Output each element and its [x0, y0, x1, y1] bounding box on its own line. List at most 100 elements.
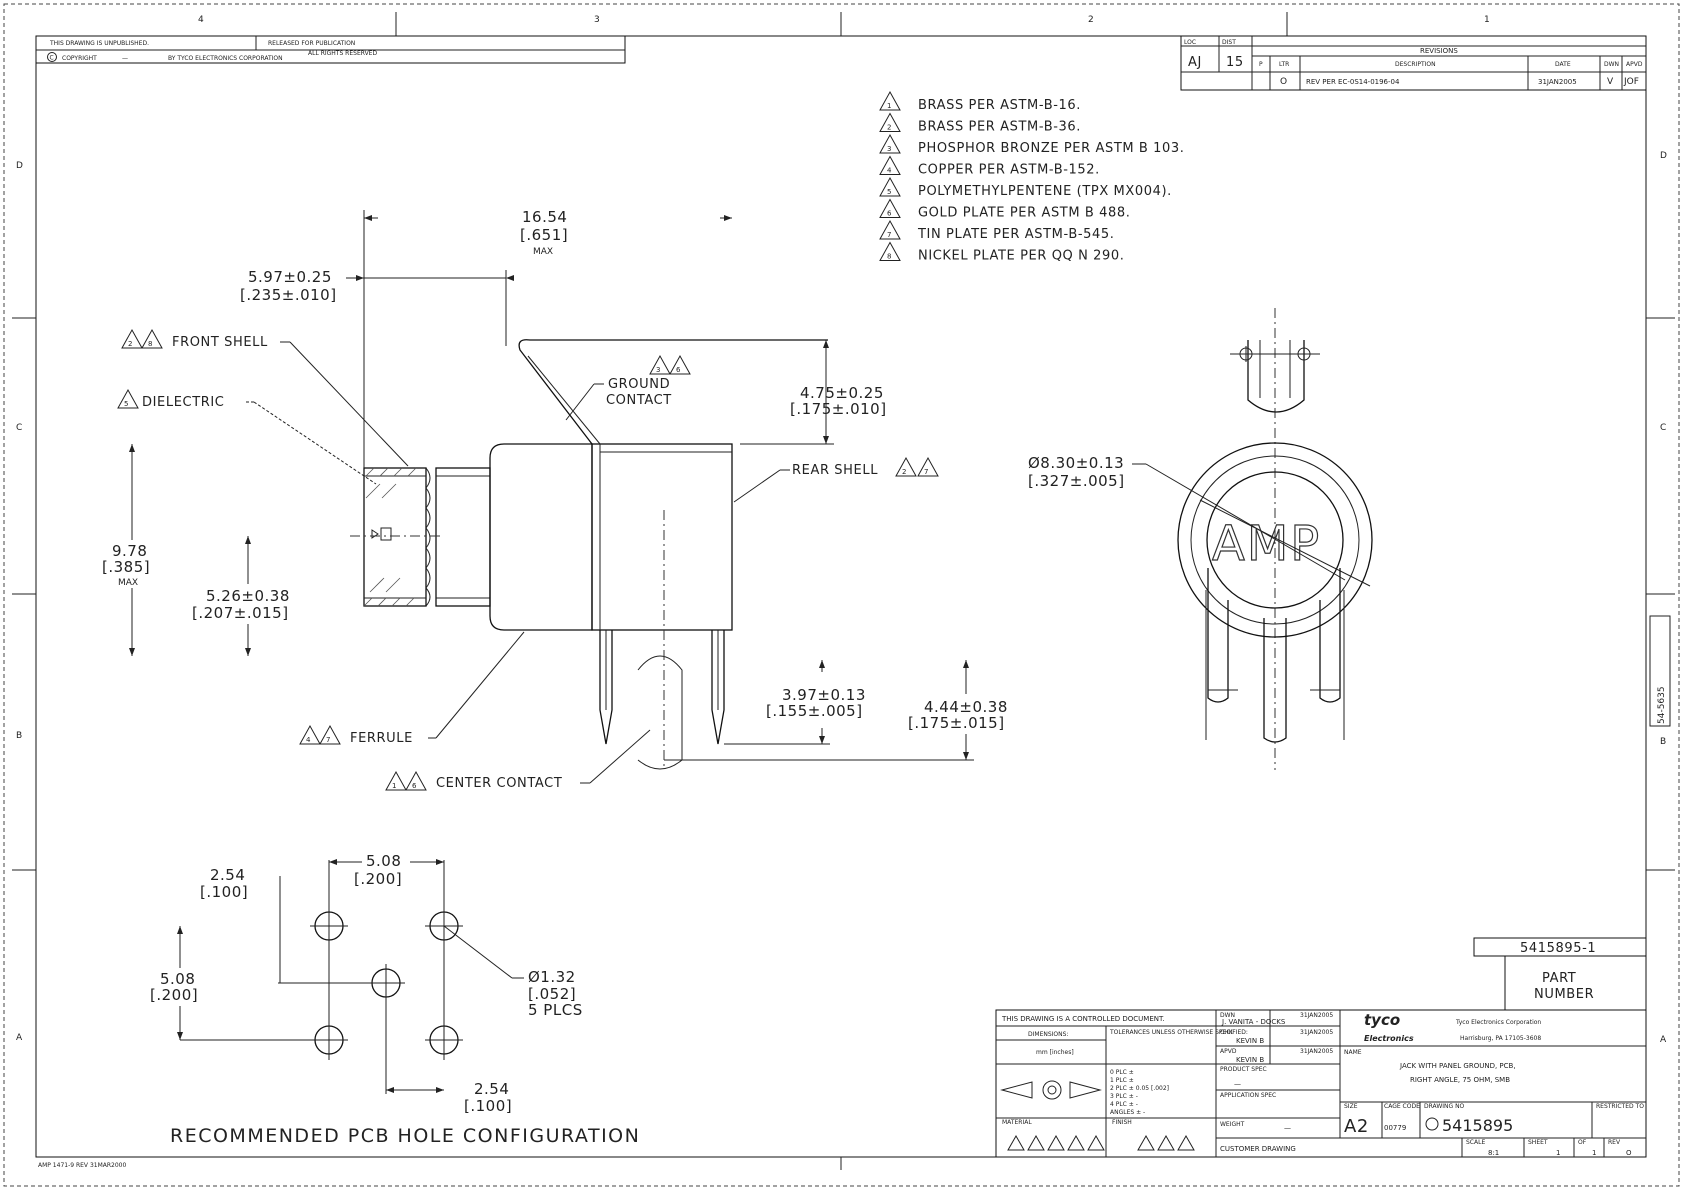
svg-text:4: 4	[306, 736, 311, 744]
label-front-shell: FRONT SHELL	[172, 335, 268, 350]
size-label: SIZE	[1344, 1103, 1358, 1110]
front-shell	[363, 467, 427, 607]
header-block: THIS DRAWING IS UNPUBLISHED. RELEASED FO…	[35, 35, 626, 64]
copyright-dash: —	[122, 55, 128, 62]
rights-note: ALL RIGHTS RESERVED	[308, 50, 377, 57]
finish-label: FINISH	[1112, 1119, 1132, 1126]
label-dielectric: DIELECTRIC	[142, 395, 224, 410]
front-view: AMP Ø8.30±0.13 [.327±.005]	[1028, 308, 1373, 770]
dim-4-75: 4.75±0.25	[800, 384, 884, 402]
dim-16-54-max: MAX	[533, 247, 553, 257]
cage-value: 00779	[1384, 1124, 1406, 1132]
side-view-dimensions: 16.54 [.651] MAX 5.97±0.25 [.235±.010] 4…	[100, 208, 1007, 761]
dim-8-30-in: [.327±.005]	[1028, 472, 1125, 490]
rev-label: REV	[1608, 1139, 1621, 1146]
svg-text:6: 6	[676, 366, 681, 374]
pcb-dim-1-32: Ø1.32	[528, 968, 576, 986]
pcb-dim-5-08-v-in: [.200]	[150, 986, 198, 1004]
loc-label: LOC	[1184, 39, 1196, 46]
apvd-label: APVD	[1220, 1048, 1237, 1055]
note-triangle-icon	[879, 133, 901, 154]
ferrule	[435, 467, 491, 607]
svg-text:7: 7	[326, 736, 330, 744]
dim-5-26: 5.26±0.38	[206, 587, 290, 605]
note-triangle-icon	[879, 176, 901, 197]
sheet-border	[3, 3, 1680, 1187]
svg-text:C: C	[50, 55, 54, 62]
revisions-block: LOC DIST AJ 15 REVISIONS P LTR DESCRIPTI…	[1180, 35, 1647, 91]
drawing-no-label: DRAWING NO	[1424, 1103, 1465, 1110]
part-label-1: PART	[1542, 971, 1576, 986]
cage-label: CAGE CODE	[1384, 1103, 1420, 1110]
svg-text:7: 7	[924, 468, 928, 476]
tyco-logo: tyco	[1364, 1011, 1400, 1029]
of-value: 1	[1592, 1149, 1596, 1157]
dim-5-97: 5.97±0.25	[248, 268, 332, 286]
tol-row-1: 1 PLC ±	[1110, 1077, 1134, 1084]
scale-value: 8:1	[1488, 1149, 1499, 1157]
of-label: OF	[1578, 1139, 1587, 1146]
note-number: 2	[887, 124, 891, 132]
pcb-dim-5-08-h-in: [.200]	[354, 870, 402, 888]
tol-row-5: ANGLES ± -	[1110, 1109, 1145, 1116]
copyright-by: BY TYCO ELECTRONICS CORPORATION	[168, 55, 283, 62]
company-name: Tyco Electronics Corporation	[1455, 1019, 1541, 1026]
zone-2: 2	[1088, 15, 1094, 25]
pcb-dim-5-08-h: 5.08	[366, 852, 401, 870]
apvd-date: 31JAN2005	[1300, 1048, 1333, 1055]
label-rear-shell: REAR SHELL	[792, 463, 878, 478]
note-number: 4	[887, 167, 892, 175]
dist-value: 15	[1226, 55, 1244, 70]
note-triangle-icon	[879, 90, 901, 111]
tol-row-0: 0 PLC ±	[1110, 1069, 1134, 1076]
pcb-dim-1-32-in: [.052]	[528, 985, 576, 1003]
panel-nut	[1177, 442, 1373, 638]
dim-16-54-in: [.651]	[520, 226, 568, 244]
name-label: NAME	[1344, 1049, 1362, 1056]
tolerances-label: TOLERANCES UNLESS OTHERWISE SPECIFIED:	[1109, 1029, 1248, 1036]
svg-text:3: 3	[656, 366, 660, 374]
dimensions-label: DIMENSIONS:	[1028, 1031, 1068, 1038]
zone-c-left: C	[16, 423, 22, 433]
tyco-logo-sub: Electronics	[1364, 1034, 1414, 1043]
dist-label: DIST	[1222, 39, 1236, 46]
front-center-pin	[1263, 618, 1287, 743]
svg-text:2: 2	[128, 340, 132, 348]
center-pin	[637, 655, 683, 770]
pcb-dim-plcs: 5 PLCS	[528, 1001, 583, 1019]
dim-9-78-max: MAX	[118, 578, 138, 588]
unpublished-note: THIS DRAWING IS UNPUBLISHED.	[49, 40, 149, 47]
scale-label: SCALE	[1466, 1139, 1485, 1146]
note-triangle-icon	[879, 198, 901, 218]
label-contact: CONTACT	[606, 393, 672, 408]
dim-8-30: Ø8.30±0.13	[1028, 454, 1124, 472]
side-view	[350, 339, 828, 770]
chk-date: 31JAN2005	[1300, 1029, 1333, 1036]
rev-col-ltr: LTR	[1279, 61, 1289, 68]
note-text: BRASS PER ASTM-B-36.	[918, 120, 1081, 135]
note-number: 6	[887, 210, 892, 218]
tol-row-2: 2 PLC ± 0.05 [.002]	[1110, 1085, 1169, 1092]
side-view-callouts: 2 8 FRONT SHELL 5 DIELECTRIC GROUND CONT…	[117, 328, 939, 791]
sheet-label: SHEET	[1528, 1139, 1548, 1146]
rev-col-dwn: DWN	[1604, 61, 1619, 68]
rev-col-date: DATE	[1555, 61, 1571, 68]
note-number: 3	[887, 145, 891, 153]
zone-a: A	[1660, 1035, 1667, 1045]
svg-text:8: 8	[148, 340, 152, 348]
part-number: 5415895-1	[1520, 941, 1596, 956]
rev-col-apvd: APVD	[1626, 61, 1643, 68]
dim-16-54: 16.54	[522, 208, 567, 226]
dim-4-75-in: [.175±.010]	[790, 400, 887, 418]
pcb-title: RECOMMENDED PCB HOLE CONFIGURATION	[170, 1125, 640, 1147]
rev-value: O	[1626, 1149, 1632, 1157]
dwn-label: DWN	[1220, 1012, 1235, 1019]
note-text: COPPER PER ASTM-B-152.	[918, 163, 1100, 178]
rev-row-apvd: JOF	[1623, 77, 1639, 87]
rev-row-date: 31JAN2005	[1538, 78, 1577, 86]
rev-col-desc: DESCRIPTION	[1395, 61, 1436, 68]
front-leg-left	[1207, 568, 1229, 703]
rev-col-p: P	[1259, 61, 1263, 68]
rear-body	[489, 443, 593, 631]
pcb-dim-2-54-v: 2.54	[210, 866, 245, 884]
